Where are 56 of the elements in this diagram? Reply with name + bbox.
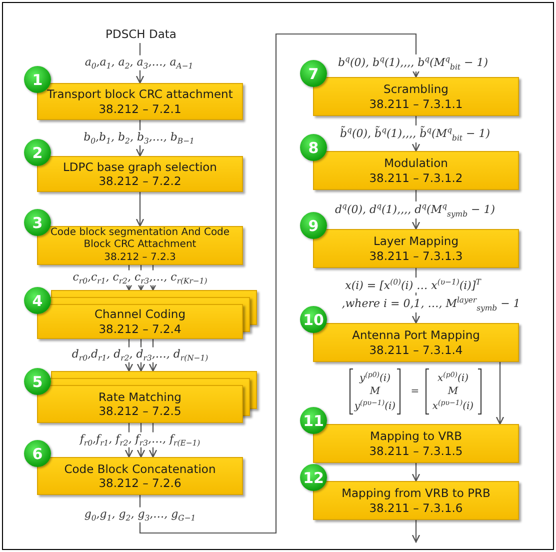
arrow xyxy=(412,520,420,543)
step-title: Code Block Concatenation xyxy=(64,462,216,476)
section-reference: 38.211 – 7.3.1.2 xyxy=(369,170,463,185)
input-label: PDSCH Data xyxy=(91,25,191,43)
section-reference: 38.212 – 7.2.3 xyxy=(104,252,176,264)
process-box xyxy=(313,481,519,520)
step-number-badge: 10 xyxy=(300,306,327,333)
section-reference: 38.211 – 7.3.1.4 xyxy=(369,342,463,357)
section-reference: 38.212 – 7.2.6 xyxy=(98,476,182,490)
edge-label: b̃$^{q}$(0), b̃$^{q}$(1),,,, b̃$^{q}$(M$^{q}$$_{bit}$ − 1) xyxy=(338,124,492,142)
step-number-badge: 9 xyxy=(300,212,327,239)
step-number-badge: 5 xyxy=(24,368,51,395)
step-number-badge: 7 xyxy=(300,60,327,87)
matrix-entry: y$^{(pυ−1)}$(i) xyxy=(352,398,398,414)
step-title: Mapping from VRB to PRB xyxy=(342,486,490,500)
matrix-entry: x$^{(pυ−1)}$(i) xyxy=(430,398,476,414)
arrow xyxy=(139,33,420,534)
step-title: Antenna Port Mapping xyxy=(352,328,480,342)
step-number-badge: 6 xyxy=(24,440,51,467)
process-box xyxy=(313,424,519,463)
edge-label: d$_{r0}$,d$_{r1}$, d$_{r2}$, d$_{r3}$,…, d$_{r(N−1)}$ xyxy=(70,347,210,363)
step-title: Layer Mapping xyxy=(373,234,459,248)
step-title: Rate Matching xyxy=(98,390,182,404)
section-reference: 38.211 – 7.3.1.6 xyxy=(369,500,463,515)
process-box xyxy=(313,77,519,116)
step-title: Mapping to VRB xyxy=(370,429,462,444)
step-title: Scrambling xyxy=(384,82,448,96)
section-reference: 38.212 – 7.2.1 xyxy=(98,102,182,116)
step-title: Channel Coding xyxy=(94,307,186,322)
section-reference: 38.212 – 7.2.2 xyxy=(98,174,182,188)
matrix-entry: y$^{(p0)}$(i) xyxy=(357,370,393,386)
section-reference: 38.212 – 7.2.4 xyxy=(98,322,182,336)
step-number-badge: 4 xyxy=(24,287,51,314)
process-box xyxy=(37,156,243,192)
edge-label: d$^{q}$(0), d$^{q}$(1),,,, d$^{q}$(M$^{q}$$_{symb}$ − 1) xyxy=(332,200,498,218)
section-reference: 38.211 – 7.3.1.1 xyxy=(369,96,463,111)
sequence-label: b$^{q}$(0), b$^{q}$(1),,,, b$^{q}$(M$^{q}$$_{bit}$ − 1) xyxy=(336,54,490,72)
arrow xyxy=(412,463,420,482)
edge-label: c$_{r0}$,c$_{r1}$, c$_{r2}$, c$_{r3}$,…, c$_{r(Kr−1)}$ xyxy=(70,270,210,286)
edge-label: x(i) = [x$^{(0)}$(i) … x$^{(υ−1)}$(i)]$^{T}$ xyxy=(343,278,483,292)
step-number-badge: 3 xyxy=(24,209,51,236)
step-number-badge: 11 xyxy=(300,407,327,434)
section-reference: 38.211 – 7.3.1.3 xyxy=(369,248,463,263)
step-number-badge: 2 xyxy=(24,139,51,166)
arrow xyxy=(136,192,144,227)
matrix-entry: x$^{(p0)}$(i) xyxy=(435,370,471,386)
process-box xyxy=(37,83,243,120)
step-title: LDPC base graph selection xyxy=(63,160,217,174)
step-title: Code block segmentation And Code Block CRC Attachment xyxy=(49,226,231,252)
section-reference: 38.211 – 7.3.1.5 xyxy=(369,444,463,458)
edge-label: f$_{r0}$,f$_{r1}$, f$_{r2}$, f$_{r3}$,…, f$_{r(E−1)}$ xyxy=(78,432,202,448)
step-number-badge: 8 xyxy=(300,134,327,161)
arrow xyxy=(496,362,504,425)
step-title: Modulation xyxy=(384,156,448,170)
section-reference: 38.212 – 7.2.5 xyxy=(98,404,182,418)
step-number-badge: 12 xyxy=(300,464,327,491)
